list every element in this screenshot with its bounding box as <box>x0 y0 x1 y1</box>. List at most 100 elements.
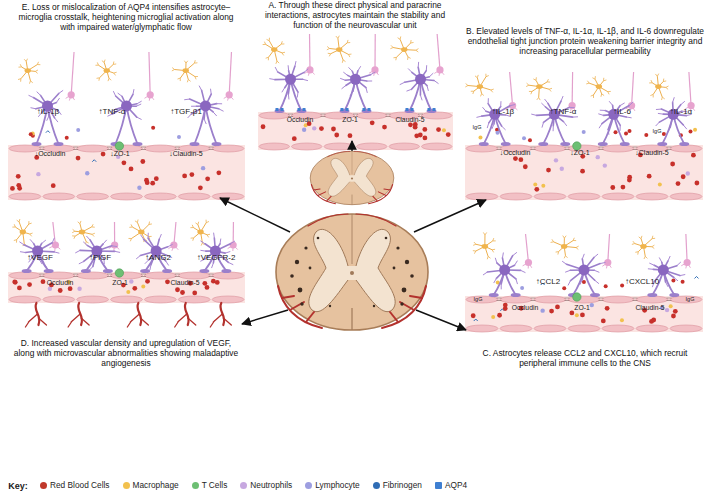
endothelial-cell <box>636 296 668 303</box>
tight-junction <box>633 298 638 299</box>
microglia-process <box>20 79 21 82</box>
vessel-lumen <box>465 296 703 332</box>
astrocyte-process <box>501 284 502 289</box>
microglia-process <box>549 88 552 90</box>
microglia-process <box>416 49 419 51</box>
microglia-process <box>188 79 190 81</box>
astrocyte-process <box>420 95 422 100</box>
endothelial-cell <box>77 145 109 152</box>
endothelial-cell <box>43 193 75 200</box>
astrocyte-process <box>680 275 685 276</box>
lymphocyte <box>201 166 205 170</box>
aqp4-channel <box>363 108 366 111</box>
lymphocyte <box>137 186 141 190</box>
legend-swatch <box>305 482 312 489</box>
endothelial-cell <box>568 193 600 200</box>
astrocyte-endfoot <box>44 269 54 273</box>
leaked-red-blood-cell <box>671 279 675 283</box>
microglia-body <box>596 84 602 89</box>
microglia-body <box>138 230 144 235</box>
macrophage <box>126 290 130 294</box>
aqp4-channel <box>411 108 414 111</box>
astrocyte-process <box>418 62 419 67</box>
aqp4-channel <box>341 108 344 111</box>
red-blood-cell <box>27 282 32 287</box>
tight-junction <box>531 300 536 301</box>
leaked-lymphocyte <box>76 128 80 132</box>
red-blood-cell <box>518 157 523 162</box>
astrocyte-endfoot <box>162 269 172 273</box>
astrocyte-process <box>408 69 412 73</box>
red-blood-cell <box>676 181 681 186</box>
astrocyte-endfoot <box>297 109 307 113</box>
tight-junction <box>667 298 672 299</box>
neuron-body <box>147 91 154 98</box>
tight-junction <box>599 300 604 301</box>
astrocyte-process <box>297 92 299 97</box>
tight-junction <box>599 298 604 299</box>
tight-junction <box>107 274 112 275</box>
red-blood-cell <box>621 185 626 190</box>
red-blood-cell <box>348 133 353 138</box>
macrophage <box>442 128 446 132</box>
neuron-axon <box>510 72 513 106</box>
vessel-lumen <box>8 145 245 200</box>
tight-junction <box>209 276 214 277</box>
tight-junction <box>73 274 78 275</box>
endothelial-cell <box>636 325 668 332</box>
red-blood-cell <box>68 286 73 291</box>
tight-junction <box>667 147 672 148</box>
astrocyte-process <box>599 124 602 128</box>
astrocyte-process <box>595 280 599 283</box>
astrocyte-process <box>400 82 404 84</box>
endothelial-cell <box>670 296 702 303</box>
microglia-process <box>466 84 468 86</box>
astrocyte-process <box>282 88 285 92</box>
microglia-process <box>662 97 664 99</box>
astrocyte-process <box>366 88 367 93</box>
leaked-red-blood-cell <box>65 136 69 140</box>
microglia-process <box>97 62 98 65</box>
astrocyte-process <box>230 241 234 244</box>
astrocyte-process <box>112 245 117 247</box>
astrocyte-process <box>288 66 289 71</box>
astrocyte-process <box>304 69 308 72</box>
microglia-process <box>92 233 95 234</box>
microglia-process <box>327 47 329 49</box>
endothelial-cell <box>43 272 75 279</box>
microglia-process <box>491 90 493 92</box>
endothelial-cell <box>534 296 566 303</box>
astrocyte-body <box>658 264 669 275</box>
microglia-process <box>408 57 411 58</box>
tight-junction-label: ↓ZO-1 <box>570 149 589 156</box>
red-blood-cell <box>16 174 21 179</box>
microglia-process <box>149 236 152 237</box>
endothelial-cell <box>466 145 498 152</box>
microglia-process <box>652 245 655 247</box>
astrocyte-process <box>303 79 308 80</box>
endothelial-cell <box>500 325 532 332</box>
red-blood-cell <box>10 186 15 191</box>
cytokine-label: ↑IL-1β <box>37 108 59 116</box>
astrocyte-endfoot <box>560 142 570 146</box>
leaked-lymphocyte <box>496 131 500 135</box>
endothelial-cell <box>144 193 176 200</box>
red-blood-cell <box>144 178 149 183</box>
leaked-macrophage <box>478 135 482 139</box>
microglia-process <box>474 242 476 244</box>
endothelial-cell <box>534 145 566 152</box>
macrophage <box>541 184 545 188</box>
panel-illustration <box>8 52 245 200</box>
tight-junction <box>321 116 326 117</box>
tight-junction <box>39 147 44 148</box>
vessel-lumen <box>8 272 245 303</box>
microglia-process <box>347 40 349 43</box>
red-blood-cell <box>51 183 56 188</box>
endothelial-cell <box>357 112 388 119</box>
leaked-lymphocyte <box>522 136 526 140</box>
tight-junction-label: ↓Claudin-5 <box>169 150 202 157</box>
endothelial-cell <box>178 272 210 279</box>
astrocyte-body <box>499 264 510 275</box>
legend-text: Fibrinogen <box>383 480 422 490</box>
